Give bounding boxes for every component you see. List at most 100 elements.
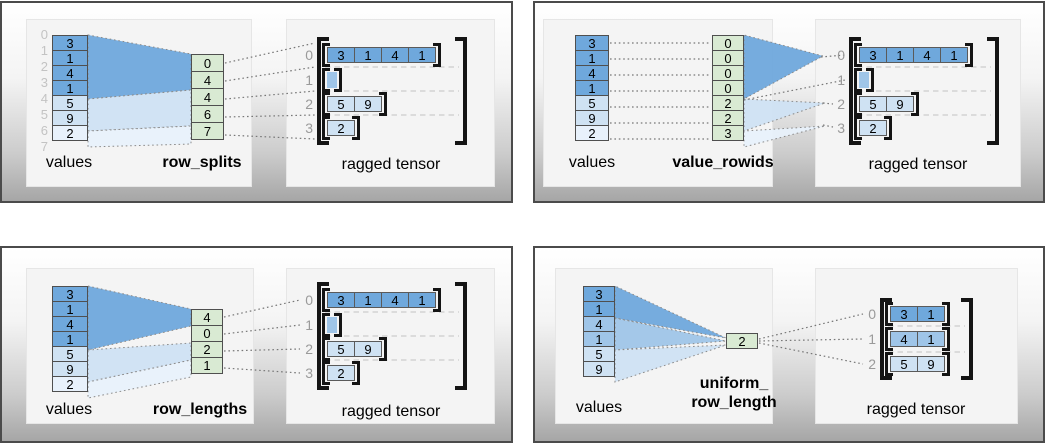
dotted-connector [224, 114, 316, 118]
param-label: row_lengths [153, 400, 247, 419]
dotted-connector [223, 299, 301, 318]
fan-shape [87, 359, 192, 399]
tensor-row-index: 2 [837, 96, 845, 112]
row-right-bracket-icon [965, 43, 973, 67]
value-index: 2 [40, 59, 48, 74]
dotted-connector [224, 66, 316, 82]
row-left-bracket-icon [322, 288, 330, 312]
tensor-row-index: 1 [837, 72, 845, 88]
outer-left-bracket-icon [849, 37, 861, 145]
tensor-row [854, 68, 874, 92]
param-cell: 2 [712, 110, 744, 126]
fan-shape [87, 125, 192, 148]
ragged-tensor-label: ragged tensor [341, 403, 441, 420]
tensor-cell: 1 [940, 47, 968, 63]
empty-row-fill [327, 72, 337, 88]
tensor-cell: 1 [354, 292, 382, 308]
tensor-row-index: 1 [868, 331, 876, 347]
row-right-bracket-icon [334, 68, 342, 92]
value-index: 1 [40, 43, 48, 58]
value-cell: 2 [52, 125, 88, 141]
tensor-cell: 9 [917, 356, 945, 372]
tensor-row-index: 2 [305, 341, 313, 357]
value-cell: 1 [52, 80, 88, 96]
row-right-bracket-icon [884, 116, 892, 140]
value-cell: 3 [575, 35, 609, 51]
tensor-cell: 1 [354, 47, 382, 63]
dotted-connector [822, 124, 834, 128]
ragged-tensor-label: ragged tensor [868, 156, 968, 173]
row-left-bracket-icon [322, 361, 330, 385]
tensor-cell: 4 [381, 47, 409, 63]
param-cell: 7 [191, 122, 224, 140]
connector-layer [87, 34, 459, 148]
param-label-line1: value_rowids [672, 154, 774, 171]
param-cell: 3 [712, 125, 744, 141]
values-label: values [45, 401, 93, 418]
row-left-bracket-icon [322, 68, 330, 92]
connector-layer [610, 34, 991, 148]
value-index: 5 [40, 107, 48, 122]
value-cell: 1 [52, 331, 88, 347]
value-index: 6 [40, 123, 48, 138]
tensor-row [322, 313, 342, 337]
value-cell: 9 [52, 110, 88, 126]
empty-row-fill [859, 72, 869, 88]
param-cell: 2 [191, 341, 223, 358]
param-cell: 2 [726, 333, 758, 349]
fan-shape [87, 34, 192, 100]
dotted-connector [223, 324, 301, 335]
value-cell: 1 [575, 80, 609, 96]
value-cell: 5 [52, 346, 88, 362]
row-left-bracket-icon [854, 68, 862, 92]
param-label-line2: row_length [691, 394, 777, 411]
param-label: row_splits [162, 153, 241, 172]
values-label: values [575, 399, 623, 416]
row-right-bracket-icon [379, 92, 387, 116]
tensor-row-index: 0 [305, 47, 313, 63]
tensor-row-index: 2 [305, 96, 313, 112]
ragged-tensor-label: ragged tensor [866, 401, 966, 418]
tensor-cell: 2 [327, 365, 355, 381]
param-cell: 0 [191, 325, 223, 342]
param-cell: 0 [712, 35, 744, 51]
dotted-connector [224, 42, 316, 64]
tensor-cell: 3 [859, 47, 887, 63]
value-cell: 1 [52, 50, 88, 66]
value-cell: 5 [575, 95, 609, 111]
dotted-connector [223, 367, 301, 374]
param-cell: 0 [712, 65, 744, 81]
tensor-row-index: 3 [305, 365, 313, 381]
row-right-bracket-icon [352, 116, 360, 140]
dotted-connector [224, 90, 316, 100]
param-label-line1: row_lengths [152, 401, 248, 418]
dotted-connector [822, 102, 834, 105]
fan-shape [743, 125, 826, 148]
tensor-cell: 3 [327, 292, 355, 308]
param-label: uniform_ row_length [691, 374, 776, 412]
param-cell: 0 [712, 80, 744, 96]
row-left-bracket-icon [854, 92, 862, 116]
tensor-cell: 1 [917, 331, 945, 347]
row-left-bracket-icon [854, 116, 862, 140]
value-index: 4 [40, 91, 48, 106]
tensor-cell: 1 [917, 306, 945, 322]
row-right-bracket-icon [379, 337, 387, 361]
dotted-connector [223, 348, 301, 352]
outer-right-bracket-icon [455, 37, 467, 145]
tensor-cell: 9 [354, 96, 382, 112]
param-cell: 4 [191, 309, 223, 326]
tensor-cell: 9 [886, 96, 914, 112]
value-index: 0 [40, 27, 48, 42]
outer-right-bracket-icon [455, 282, 467, 390]
